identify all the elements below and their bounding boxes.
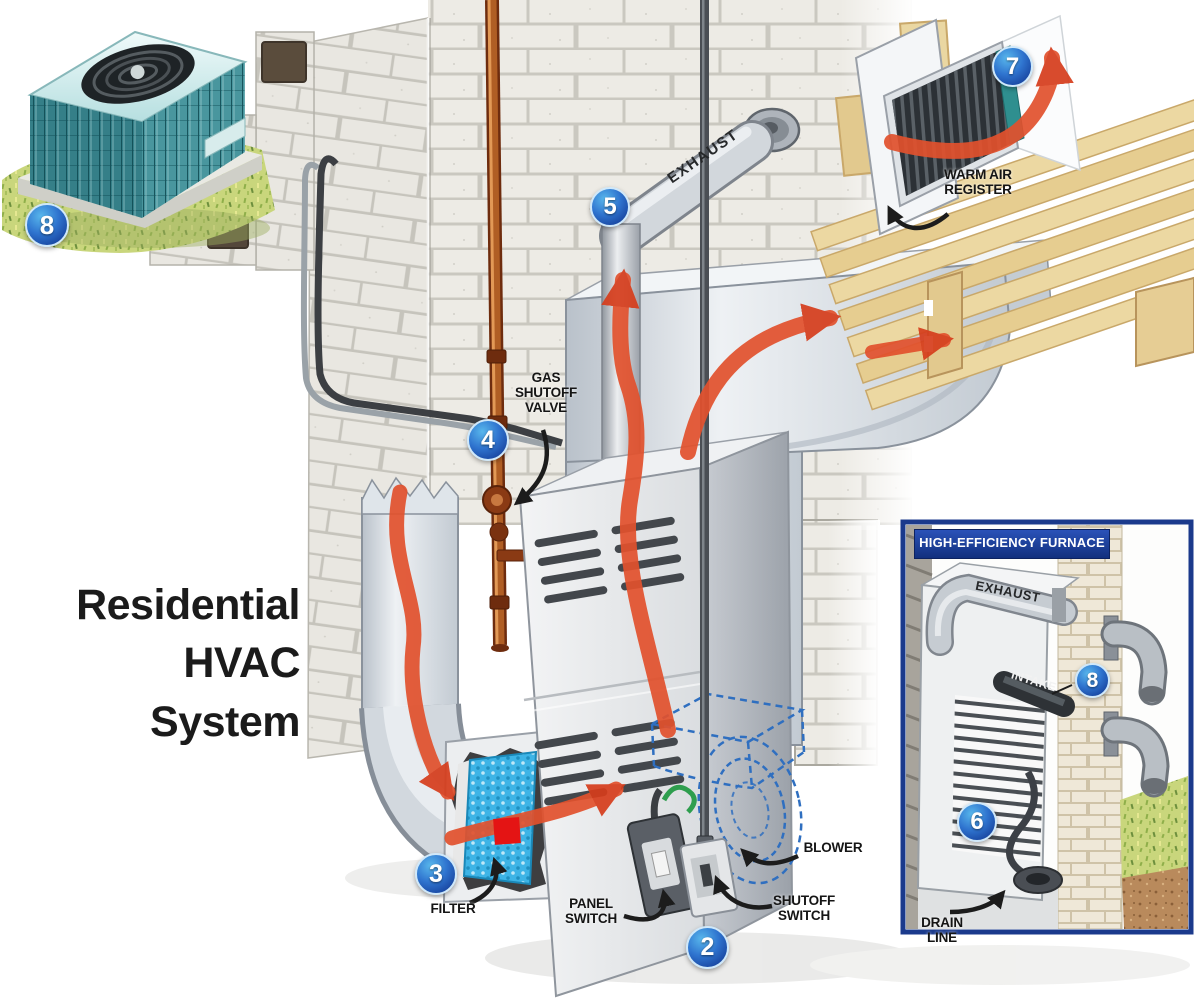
floor-joists	[810, 87, 1194, 411]
furnace	[518, 430, 794, 998]
gas-pipe	[482, 0, 530, 652]
badge-8-intake-exhaust: 8	[1075, 663, 1110, 698]
title-line: System	[150, 697, 300, 746]
badge-3-filter: 3	[415, 853, 457, 895]
inset-panel	[900, 519, 1194, 935]
badge-2-shutoff-switch: 2	[686, 926, 729, 969]
outdoor-condenser-unit	[2, 30, 275, 253]
label-panel-switch: PANEL SWITCH	[564, 896, 618, 927]
inset-header: HIGH-EFFICIENCY FURNACE	[914, 529, 1110, 559]
label-filter: FILTER	[430, 901, 476, 916]
label-gas-shutoff-valve: GAS SHUTOFF VALVE	[514, 370, 578, 416]
label-arrows	[469, 205, 1006, 922]
badge-7-register: 7	[992, 46, 1033, 87]
title-line: Residential	[76, 581, 300, 629]
badge-6-drain: 6	[957, 802, 997, 842]
filter-marker-square	[493, 817, 521, 845]
label-drain-line: DRAIN LINE	[921, 915, 963, 946]
airflow-arrows	[389, 46, 1074, 846]
title-line: HVAC	[183, 639, 300, 688]
badge-8-outdoor-unit: 8	[25, 203, 69, 247]
label-blower: BLOWER	[803, 840, 863, 855]
label-shutoff-switch: SHUTOFF SWITCH	[772, 893, 836, 924]
badge-4-gas-valve: 4	[467, 419, 509, 461]
label-warm-air-register: WARM AIR REGISTER	[944, 167, 1012, 198]
badge-5-exhaust: 5	[590, 187, 630, 227]
page-title: Residential HVAC System	[18, 576, 300, 751]
panel-switch	[626, 784, 698, 918]
